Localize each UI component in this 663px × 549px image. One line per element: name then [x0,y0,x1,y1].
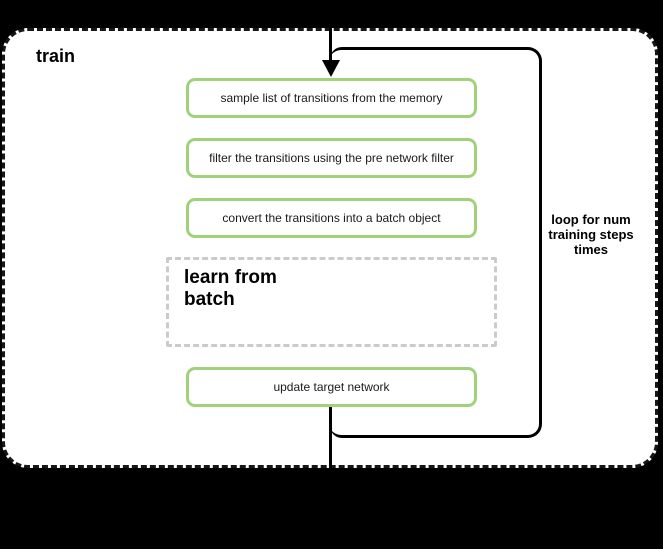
step-update-target-network: update target network [186,367,477,407]
loop-annotation-line: training steps [548,227,634,242]
arrow-down-icon [322,60,340,77]
frame-title: train [36,46,76,66]
flow-line-out [329,405,332,470]
loop-annotation: loop for num training steps times [543,212,639,257]
step-convert-to-batch: convert the transitions into a batch obj… [186,198,477,238]
subprocess-label: learn from batch [184,267,277,310]
loop-annotation-line: times [574,242,608,257]
step-filter-transitions: filter the transitions using the pre net… [186,138,477,178]
flow-line-in [329,0,332,62]
loop-boundary [330,47,542,438]
subprocess-learn-from-batch: learn from batch [166,257,497,347]
step-sample-transitions: sample list of transitions from the memo… [186,78,477,118]
loop-annotation-line: loop for num [551,212,631,227]
